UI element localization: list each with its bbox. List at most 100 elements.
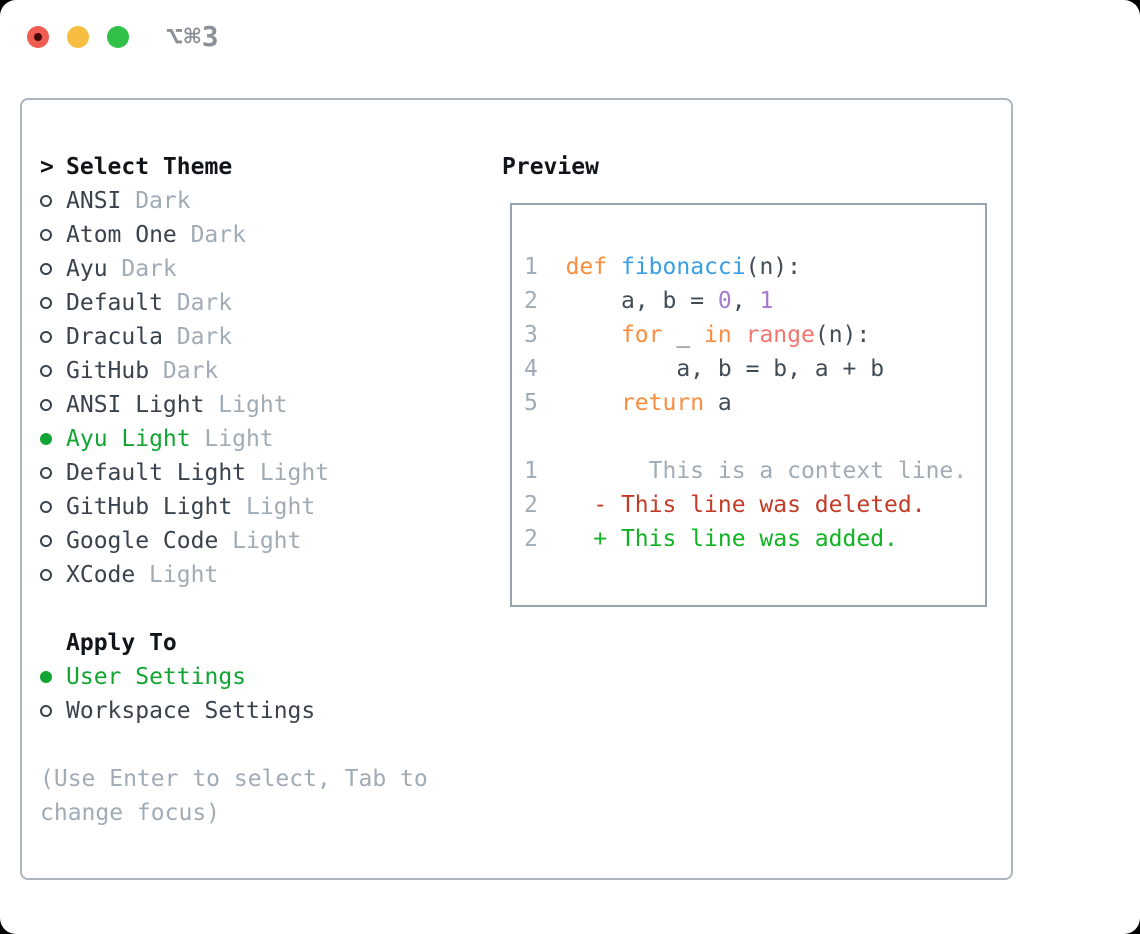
code-token: return xyxy=(620,390,705,416)
theme-option[interactable]: Ayu Light Light xyxy=(40,422,329,456)
apply-to-label: User Settings xyxy=(66,664,247,690)
theme-variant-label: Light xyxy=(245,494,316,520)
radio-icon xyxy=(40,297,52,309)
code-token xyxy=(607,254,621,280)
code-token xyxy=(538,254,566,280)
radio-marker xyxy=(40,263,66,275)
line-number: 2 xyxy=(524,492,538,518)
radio-marker xyxy=(40,467,66,479)
code-token xyxy=(732,322,746,348)
radio-icon xyxy=(40,229,52,241)
code-token: , xyxy=(731,288,760,314)
radio-marker xyxy=(40,229,66,241)
code-line: 2 - This line was deleted. xyxy=(524,488,967,522)
code-content: return a xyxy=(538,390,732,416)
code-line: 2 + This line was added. xyxy=(524,522,967,556)
theme-variant-label: Dark xyxy=(162,358,219,384)
line-number: 5 xyxy=(524,390,538,416)
code-token: a, b = xyxy=(537,288,718,314)
theme-variant-label: Light xyxy=(204,426,274,452)
code-token: + This line was added. xyxy=(537,526,898,552)
apply-to-option[interactable]: User Settings xyxy=(40,660,329,694)
code-token: (n): xyxy=(745,254,801,280)
theme-variant-label: Light xyxy=(218,392,288,418)
radio-icon xyxy=(40,195,52,207)
theme-variant-label: Dark xyxy=(121,256,177,282)
radio-icon xyxy=(40,535,52,547)
radio-icon xyxy=(40,467,52,479)
theme-name: ANSI xyxy=(66,188,122,214)
theme-option[interactable]: XCode Light xyxy=(40,558,329,592)
theme-option[interactable]: ANSI Dark xyxy=(40,184,329,218)
theme-variant-label: Light xyxy=(259,460,330,486)
radio-marker xyxy=(40,433,66,445)
theme-option[interactable]: ANSI Light Light xyxy=(40,388,329,422)
help-text: (Use Enter to select, Tab to change focu… xyxy=(40,766,428,826)
theme-variant-label: Dark xyxy=(176,290,233,316)
zoom-button[interactable] xyxy=(107,26,129,48)
code-line: 4 a, b = b, a + b xyxy=(524,352,967,386)
radio-marker xyxy=(40,705,66,717)
code-line: 3 for _ in range(n): xyxy=(524,318,967,352)
radio-marker xyxy=(40,399,66,411)
theme-option[interactable]: Atom One Dark xyxy=(40,218,329,252)
code-content: - This line was deleted. xyxy=(538,492,925,518)
theme-option[interactable]: Dracula Dark xyxy=(40,320,329,354)
code-token: fibonacci xyxy=(620,254,746,280)
theme-name: Atom One xyxy=(66,222,177,248)
radio-icon xyxy=(40,671,52,683)
theme-name: Google Code xyxy=(66,528,219,554)
code-content: + This line was added. xyxy=(538,526,898,552)
theme-variant-label: Dark xyxy=(190,222,246,248)
theme-option[interactable]: Default Light Light xyxy=(40,456,329,490)
line-number: 2 xyxy=(524,526,538,552)
code-token: _ xyxy=(662,322,705,348)
code-content: This is a context line. xyxy=(538,458,968,484)
code-content: def fibonacci(n): xyxy=(538,254,801,280)
radio-icon xyxy=(40,569,52,581)
radio-marker xyxy=(40,671,66,683)
code-token xyxy=(538,390,621,416)
code-token: in xyxy=(704,322,732,348)
code-token: def xyxy=(565,254,608,280)
code-line: 5 return a xyxy=(524,386,967,420)
code-line xyxy=(524,420,967,454)
theme-option[interactable]: GitHub Light Light xyxy=(40,490,329,524)
radio-marker xyxy=(40,195,66,207)
theme-option[interactable]: Ayu Dark xyxy=(40,252,329,286)
radio-icon xyxy=(40,399,52,411)
minimize-button[interactable] xyxy=(67,26,89,48)
theme-option[interactable]: GitHub Dark xyxy=(40,354,329,388)
prompt-cursor-icon: > xyxy=(40,154,54,180)
code-token: for xyxy=(620,322,663,348)
radio-marker xyxy=(40,535,66,547)
line-number: 1 xyxy=(524,254,538,280)
radio-marker xyxy=(40,297,66,309)
theme-variant-label: Dark xyxy=(135,188,191,214)
code-token: (n): xyxy=(814,322,871,348)
theme-list-title: Select Theme xyxy=(66,154,233,180)
theme-name: Dracula xyxy=(66,324,163,350)
titlebar: ⌥⌘3 xyxy=(0,0,1140,98)
apply-to-label: Workspace Settings xyxy=(66,698,316,724)
theme-variant-label: Light xyxy=(149,562,219,588)
radio-icon xyxy=(40,433,52,445)
code-token: a, b = b, a + b xyxy=(537,356,885,382)
radio-marker xyxy=(40,365,66,377)
code-token: 0 xyxy=(717,288,732,314)
line-number: 1 xyxy=(524,458,538,484)
radio-marker xyxy=(40,331,66,343)
main-panel: > Select Theme ANSI Dark Atom One Dark A… xyxy=(20,98,1013,880)
theme-list-header-row: > Select Theme xyxy=(40,150,329,184)
apply-to-option[interactable]: Workspace Settings xyxy=(40,694,329,728)
code-token: a xyxy=(704,390,732,416)
theme-option[interactable]: Google Code Light xyxy=(40,524,329,558)
close-button[interactable] xyxy=(27,26,49,48)
theme-option[interactable]: Default Dark xyxy=(40,286,329,320)
theme-name: Default Light xyxy=(66,460,247,486)
theme-name: GitHub xyxy=(66,358,150,384)
theme-name: XCode xyxy=(66,562,136,588)
code-token: 1 xyxy=(759,288,774,314)
